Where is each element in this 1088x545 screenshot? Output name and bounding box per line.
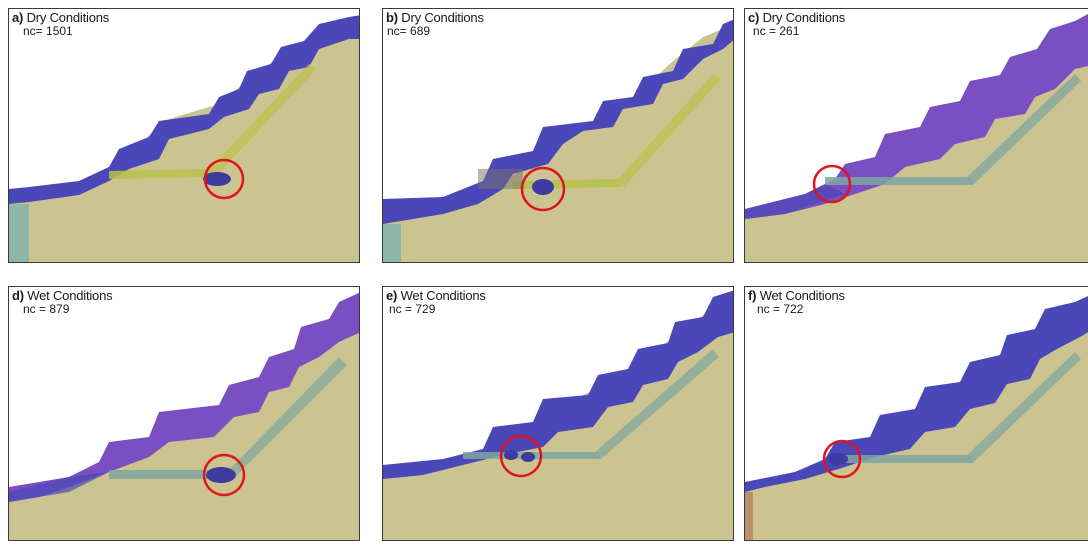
slope-model-d — [9, 292, 359, 540]
nc-value: nc= 689 — [387, 24, 431, 38]
nc-value: nc= 1501 — [23, 24, 73, 38]
panel-d: d) Wet Conditions nc = 879 — [8, 286, 360, 541]
panel-title: d) Wet Conditions — [12, 288, 113, 303]
nc-value: nc = 879 — [23, 302, 70, 316]
highlight-circle — [812, 164, 852, 204]
highlight-circle — [203, 158, 245, 200]
panel-f: f) Wet Conditions nc = 722 — [744, 286, 1088, 541]
highlight-circle — [499, 434, 543, 478]
nc-value: nc = 729 — [389, 302, 436, 316]
panel-title: c) Dry Conditions — [748, 10, 846, 25]
nc-value: nc = 261 — [753, 24, 800, 38]
slope-model-a — [9, 15, 359, 262]
highlight-circle — [202, 453, 246, 497]
panel-title: b) Dry Conditions — [386, 10, 484, 25]
highlight-circle — [520, 166, 566, 212]
slope-model-c — [745, 13, 1088, 262]
highlight-circle — [822, 439, 862, 479]
panel-c: c) Dry Conditions nc = 261 — [744, 8, 1088, 263]
nc-value: nc = 722 — [757, 302, 804, 316]
panel-e: e) Wet Conditions nc = 729 — [382, 286, 734, 541]
panel-title: e) Wet Conditions — [386, 288, 486, 303]
panel-b: b) Dry Conditions nc= 689 — [382, 8, 734, 263]
panel-a: a) Dry Conditions nc= 1501 — [8, 8, 360, 263]
slope-model-f — [745, 296, 1088, 540]
slope-model-e — [383, 290, 733, 540]
slope-model-b — [383, 19, 733, 262]
panel-title: f) Wet Conditions — [748, 288, 845, 303]
panel-title: a) Dry Conditions — [12, 10, 110, 25]
